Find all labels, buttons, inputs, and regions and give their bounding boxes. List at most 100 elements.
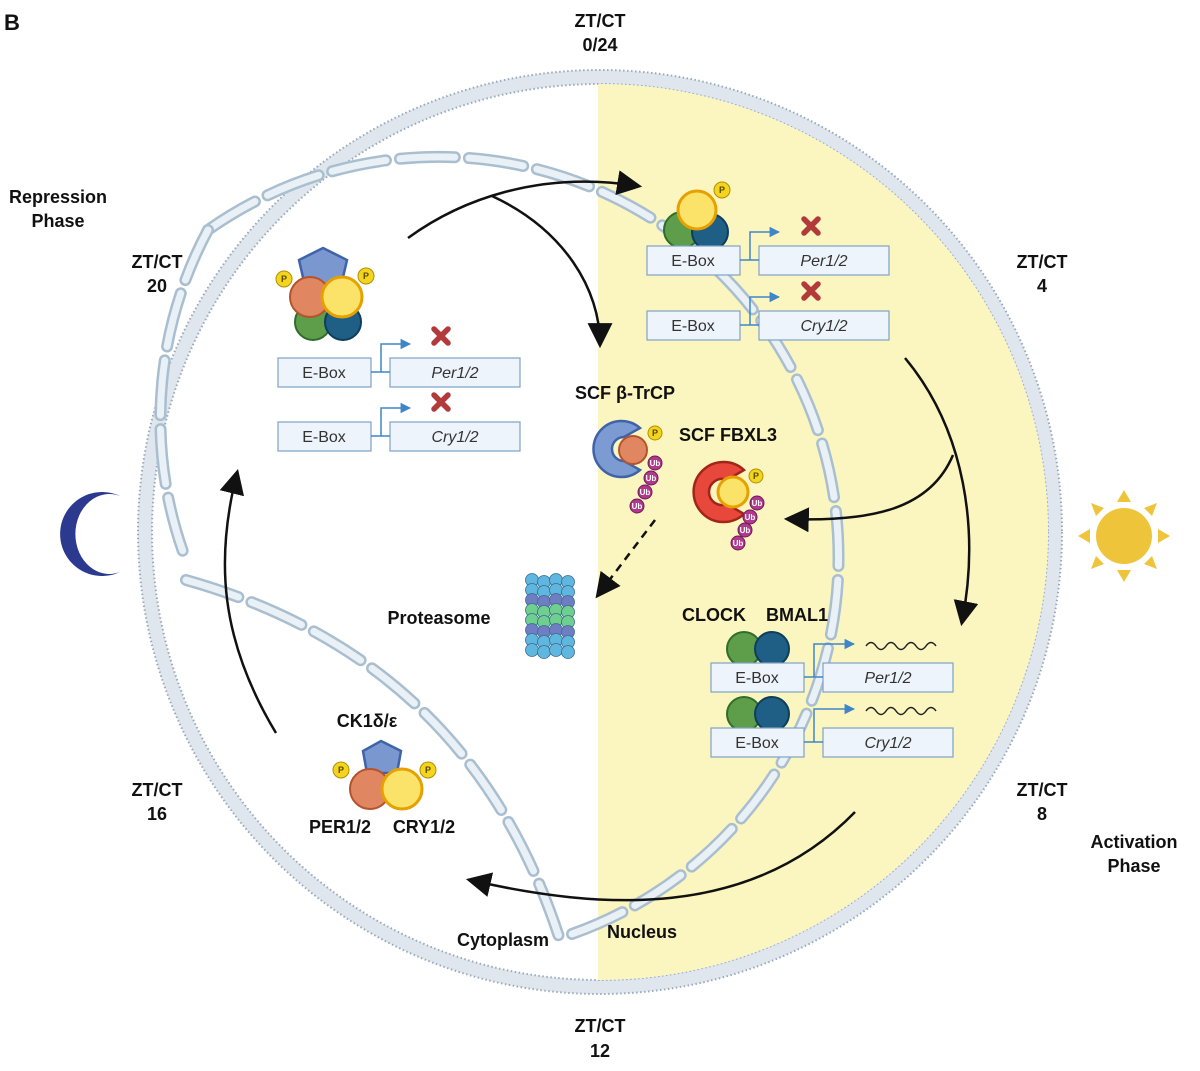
moon-icon <box>60 492 120 577</box>
mrna-transcript-icon <box>865 706 937 716</box>
clock-label: CLOCK <box>682 605 746 625</box>
panel-letter: B <box>4 10 20 35</box>
cry-gene-label: Cry1/2 <box>431 429 478 446</box>
nuclear-envelope <box>154 150 845 946</box>
gene-construct-zt4-cry: E-Box Cry1/2 <box>646 281 890 341</box>
arrow-zt16-to-zt20 <box>219 468 278 734</box>
mrna-transcript-icon <box>865 641 937 651</box>
ubiquitin-chain: Ub Ub Ub Ub <box>629 455 663 514</box>
cycle-arrows <box>219 170 979 902</box>
svg-text:Ub: Ub <box>745 513 756 522</box>
timepoint-zt4-line2: 4 <box>1037 276 1047 296</box>
sun-icon <box>1078 490 1170 582</box>
svg-text:P: P <box>363 271 369 281</box>
ck1-label: CK1δ/ε <box>337 711 398 731</box>
timepoint-zt20-line1: ZT/CT <box>132 252 183 272</box>
timepoint-zt0: ZT/CT 0/24 <box>575 11 626 55</box>
svg-text:P: P <box>719 185 725 195</box>
repression-x-icon <box>431 392 451 412</box>
phospho-mark: P <box>647 425 663 441</box>
bmal1-label: BMAL1 <box>766 605 828 625</box>
proteasome-subunit <box>549 643 563 657</box>
repression-x-icon <box>801 281 821 301</box>
proteasome-subunit <box>561 645 575 659</box>
scf-fbxl3-complex: P Ub Ub Ub Ub <box>692 460 765 551</box>
phospho-mark: P <box>419 761 437 779</box>
complex-zt4: P <box>663 181 731 251</box>
cry-label: CRY1/2 <box>393 817 455 837</box>
arrow-zt4-to-zt8 <box>904 357 979 627</box>
timepoint-zt4-line1: ZT/CT <box>1017 252 1068 272</box>
scf-fbxl3-label: SCF FBXL3 <box>679 425 777 445</box>
timepoint-zt20-line2: 20 <box>147 276 167 296</box>
activation-phase-line2: Phase <box>1107 856 1160 876</box>
svg-text:Ub: Ub <box>646 474 657 483</box>
scf-btrcp-complex: P Ub Ub Ub Ub <box>592 419 663 514</box>
svg-text:Ub: Ub <box>650 459 661 468</box>
scf-btrcp-label: SCF β-TrCP <box>575 383 675 403</box>
timepoint-zt8: ZT/CT 8 <box>1017 780 1068 824</box>
per-gene-label: Per1/2 <box>864 670 911 687</box>
timepoint-zt16-line1: ZT/CT <box>132 780 183 800</box>
activation-phase-label: Activation Phase <box>1090 832 1177 876</box>
ebox-label: E-Box <box>671 318 715 335</box>
repression-x-icon <box>431 326 451 346</box>
timepoint-zt8-line2: 8 <box>1037 804 1047 824</box>
arrow-to-scf-fbxl3 <box>783 454 955 533</box>
ubiquitin-chain: Ub Ub Ub Ub <box>730 495 765 551</box>
ebox-label: E-Box <box>735 670 779 687</box>
svg-text:Ub: Ub <box>632 502 643 511</box>
ebox-label: E-Box <box>671 253 715 270</box>
phospho-mark: P <box>713 181 731 199</box>
timepoint-zt12-line1: ZT/CT <box>575 1016 626 1036</box>
timepoint-zt12: ZT/CT 12 <box>575 1016 626 1061</box>
arrow-to-scf-btrcp <box>491 194 613 349</box>
gene-construct-zt20-per: E-Box Per1/2 <box>277 326 521 388</box>
cytoplasm-label: Cytoplasm <box>457 930 549 950</box>
phospho-mark: P <box>275 270 293 288</box>
svg-text:Ub: Ub <box>752 499 763 508</box>
per-label: PER1/2 <box>309 817 371 837</box>
ebox-label: E-Box <box>302 429 346 446</box>
svg-text:P: P <box>425 765 431 775</box>
gene-construct-zt8-cry: E-Box Cry1/2 <box>710 703 954 758</box>
repressor-complex-zt20: P P <box>275 246 375 341</box>
gene-construct-zt8-per: E-Box Per1/2 <box>710 638 954 693</box>
proteasome-subunit <box>537 645 551 659</box>
timepoint-zt20: ZT/CT 20 <box>132 252 183 296</box>
arrow-zt20-to-zt0 <box>407 170 643 240</box>
repression-phase-line2: Phase <box>31 211 84 231</box>
svg-text:P: P <box>753 471 759 481</box>
gene-construct-zt4-per: E-Box Per1/2 <box>646 216 890 276</box>
phospho-mark: P <box>357 267 375 285</box>
arrow-degradation-to-proteasome <box>595 519 656 599</box>
proteasome-icon <box>525 573 575 659</box>
cry-gene-label: Cry1/2 <box>800 318 847 335</box>
timepoint-zt8-line1: ZT/CT <box>1017 780 1068 800</box>
per-gene-label: Per1/2 <box>800 253 847 270</box>
repression-x-icon <box>801 216 821 236</box>
svg-text:P: P <box>281 274 287 284</box>
activation-phase-line1: Activation <box>1090 832 1177 852</box>
svg-text:Ub: Ub <box>733 539 744 548</box>
ebox-label: E-Box <box>735 735 779 752</box>
svg-text:P: P <box>338 765 344 775</box>
proteasome-subunit <box>525 643 539 657</box>
svg-text:Ub: Ub <box>740 526 751 535</box>
ebox-label: E-Box <box>302 365 346 382</box>
phospho-mark: P <box>748 468 764 484</box>
timepoint-zt12-line2: 12 <box>590 1041 610 1061</box>
cry-gene-label: Cry1/2 <box>864 735 911 752</box>
phospho-mark: P <box>332 761 350 779</box>
per-gene-label: Per1/2 <box>431 365 478 382</box>
timepoint-zt0-line1: ZT/CT <box>575 11 626 31</box>
timepoint-zt0-line2: 0/24 <box>582 35 617 55</box>
nucleus-label: Nucleus <box>607 922 677 942</box>
proteasome-label: Proteasome <box>387 608 490 628</box>
timepoint-zt16: ZT/CT 16 <box>132 780 183 824</box>
repression-phase-label: Repression Phase <box>9 187 107 231</box>
svg-text:Ub: Ub <box>640 488 651 497</box>
per-cry-ck1-complex: P P <box>332 739 437 811</box>
repression-phase-line1: Repression <box>9 187 107 207</box>
